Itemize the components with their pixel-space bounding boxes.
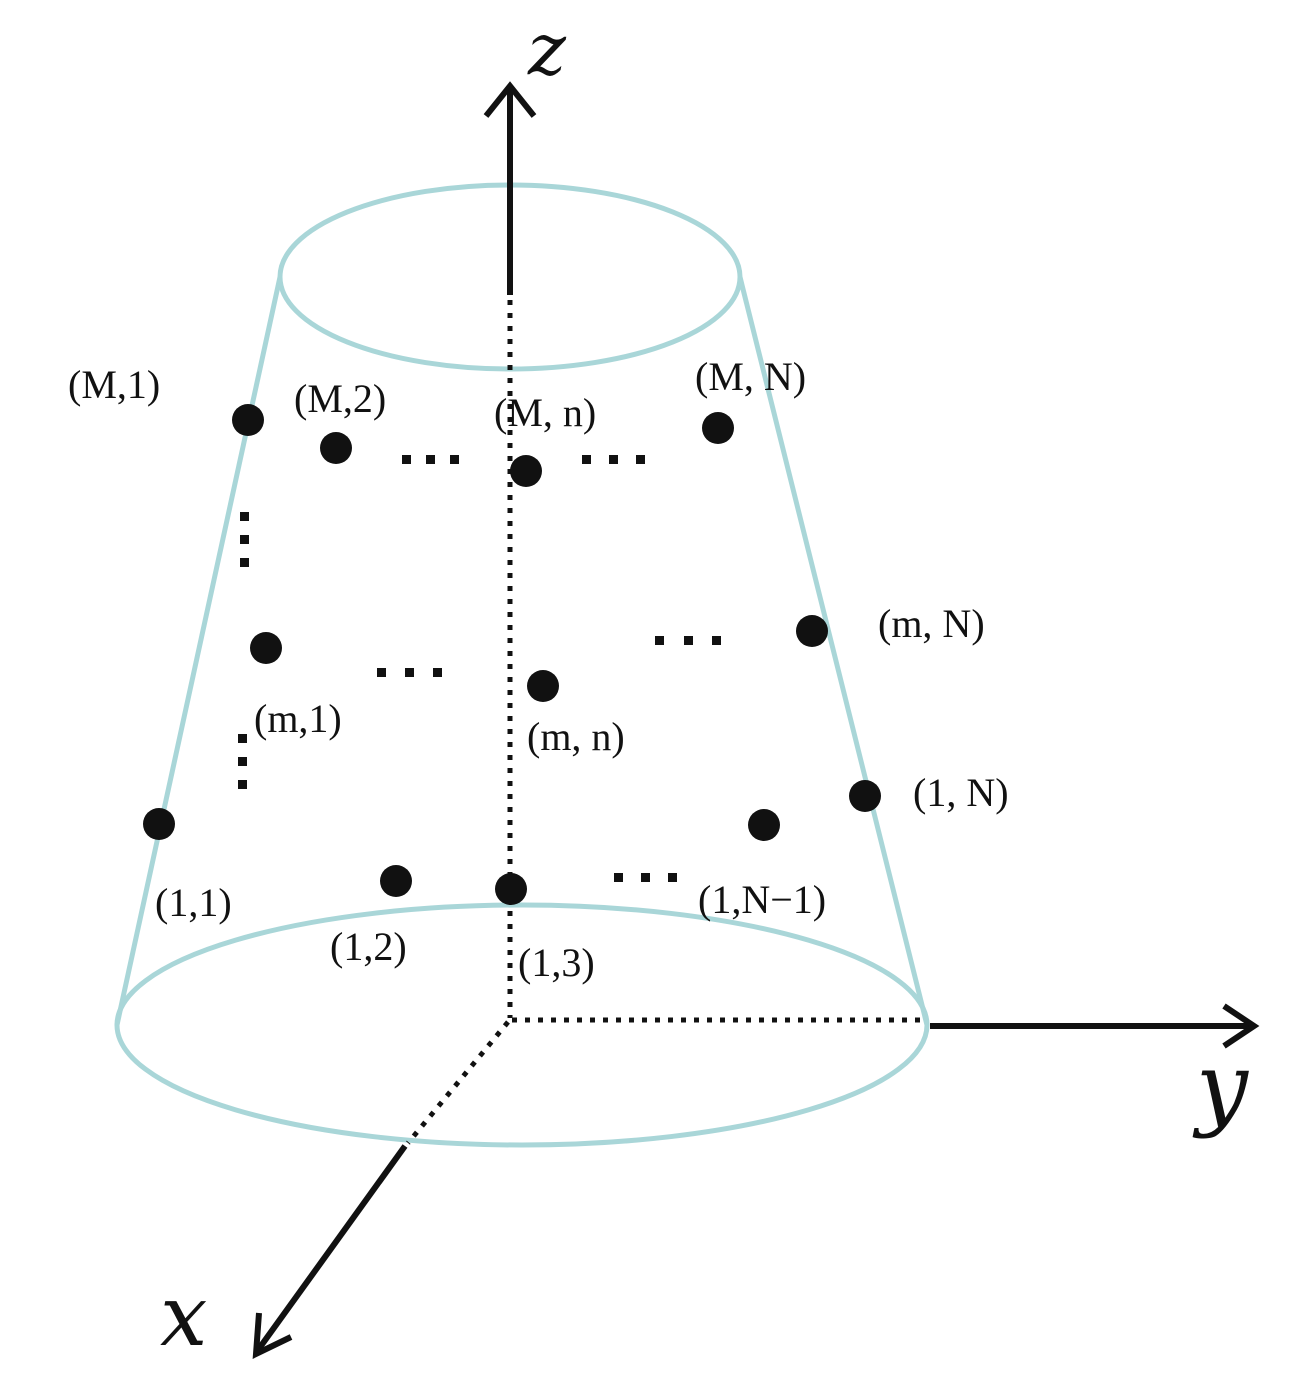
ellipsis-bottom-right [614, 873, 677, 882]
ellipsis-marks [238, 455, 721, 882]
label-m-n: (m, n) [527, 714, 625, 759]
label-M-N: (M, N) [695, 354, 806, 399]
frustum-left-edge [114, 276, 283, 1026]
axes [252, 81, 1260, 1359]
point-labels: (M,1) (M,2) (M, n) (M, N) (m, N) (m,1) (… [68, 354, 1009, 985]
x-axis-label: x [160, 1267, 207, 1365]
x-axis-arrowhead [252, 1312, 293, 1359]
label-1-3: (1,3) [518, 940, 595, 985]
point-m-N [796, 615, 828, 647]
ellipsis-top-right [582, 455, 645, 464]
point-1-3 [495, 873, 527, 905]
point-1-N [849, 780, 881, 812]
label-1-N-minus-1: (1,N−1) [698, 877, 826, 922]
frustum-right-edge [737, 276, 930, 1026]
x-axis-solid [255, 1144, 408, 1352]
ellipsis-middle-left [377, 668, 442, 677]
label-1-2: (1,2) [330, 924, 407, 969]
vertical-ellipsis-lower [238, 734, 247, 789]
label-1-N: (1, N) [913, 770, 1009, 815]
label-M-n: (M, n) [494, 390, 596, 435]
y-axis-arrowhead [1222, 1003, 1260, 1049]
point-1-2 [380, 865, 412, 897]
frustum [114, 182, 930, 1148]
ellipsis-top-left [402, 455, 459, 464]
ellipsis-middle-right [655, 636, 721, 645]
point-M-1 [232, 404, 264, 436]
point-1-1 [143, 808, 175, 840]
label-m-1: (m,1) [254, 696, 342, 741]
grid-points [143, 404, 881, 905]
z-axis-arrowhead [483, 81, 537, 118]
x-axis-dotted [406, 1020, 510, 1145]
label-M-1: (M,1) [68, 362, 160, 407]
point-1-N-minus-1 [748, 809, 780, 841]
point-m-n [527, 670, 559, 702]
point-M-2 [320, 432, 352, 464]
label-M-2: (M,2) [294, 376, 386, 421]
z-axis-label: z [527, 7, 567, 91]
y-axis-label: y [1192, 1033, 1249, 1140]
vertical-ellipsis-upper [240, 512, 249, 567]
label-1-1: (1,1) [155, 880, 232, 925]
point-M-N [702, 412, 734, 444]
point-M-n [510, 455, 542, 487]
point-m-1 [250, 632, 282, 664]
label-m-N: (m, N) [878, 601, 985, 646]
